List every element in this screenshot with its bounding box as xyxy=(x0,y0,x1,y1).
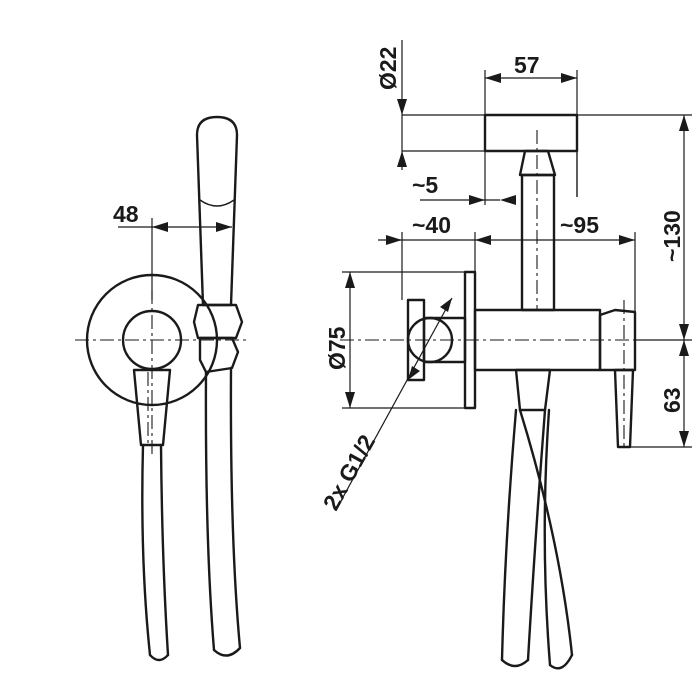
side-hose-1-loop xyxy=(500,658,530,668)
lever-handle xyxy=(132,368,172,447)
hose-right-loop xyxy=(212,646,242,657)
dim-63-arrow-top xyxy=(679,340,689,356)
dim-d75-arrow-bottom xyxy=(345,392,355,408)
dim-95-label: ~95 xyxy=(560,212,599,238)
dim-d22-label: Ø22 xyxy=(375,47,401,90)
dim-d75-arrow-top xyxy=(345,272,355,288)
dim-40-arrow-left xyxy=(386,235,402,245)
hose-left-inner xyxy=(159,443,170,657)
thread-leader xyxy=(335,297,453,511)
shower-handle xyxy=(520,173,556,312)
lever-cap xyxy=(598,308,637,372)
hose-right-inner xyxy=(229,366,242,650)
hose-connector xyxy=(198,336,240,374)
front-view: 48 xyxy=(75,115,250,662)
dim-63-arrow-bottom xyxy=(679,431,689,447)
side-hose-2-loop xyxy=(548,653,574,670)
dim-95-arrow-right xyxy=(619,235,635,245)
side-hose-1 xyxy=(500,408,518,662)
hose-connector-side xyxy=(514,368,552,412)
hand-shower-head xyxy=(195,115,239,307)
hose-left-outer xyxy=(141,443,152,657)
wall-connection-body xyxy=(422,316,467,364)
dim-57-arrow-left xyxy=(485,73,501,83)
thread-arrow-top xyxy=(440,298,452,312)
dim-40-label: ~40 xyxy=(412,212,451,238)
hand-shower-head-curve xyxy=(199,199,235,207)
shower-holder xyxy=(192,303,244,340)
side-view: Ø22 57 ~5 ~40 ~95 ~130 xyxy=(318,40,692,670)
dim-130-arrow-top xyxy=(679,115,689,131)
dim-5-arrow-right xyxy=(500,195,516,205)
side-hose-2 xyxy=(526,408,547,662)
dim-48-arrow-right xyxy=(216,222,232,232)
shower-head-top xyxy=(483,113,579,153)
dim-130-arrow-bottom xyxy=(679,324,689,340)
dim-63-label: 63 xyxy=(659,387,685,413)
dim-57-arrow-right xyxy=(561,73,577,83)
wall-connection-thread xyxy=(406,316,454,364)
side-hose-3 xyxy=(518,408,574,657)
dim-d22-arrow-bottom xyxy=(397,151,407,167)
dim-130-label: ~130 xyxy=(659,210,685,262)
side-hose-4 xyxy=(543,408,552,667)
dim-48-label: 48 xyxy=(113,201,139,227)
hose-left-loop xyxy=(148,653,170,662)
dim-d22-arrow-top xyxy=(397,99,407,115)
wall-connection-plate xyxy=(406,298,426,382)
dim-d75-label: Ø75 xyxy=(324,326,350,370)
thread-label: 2x G1/2 xyxy=(318,430,380,514)
thread-arrow-bottom xyxy=(408,366,420,380)
dim-5-arrow-left xyxy=(469,195,485,205)
hose-right-outer xyxy=(204,370,216,652)
dim-48-arrow-left xyxy=(152,222,168,232)
dim-5-label: ~5 xyxy=(412,172,438,198)
dim-57-label: 57 xyxy=(514,52,540,78)
